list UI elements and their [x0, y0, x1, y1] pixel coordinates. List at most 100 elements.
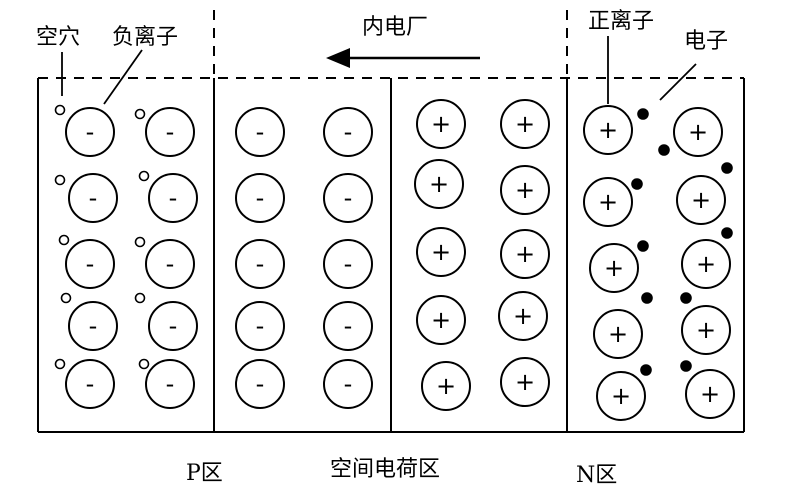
- negative-ion-sign: -: [256, 370, 265, 398]
- positive-ion: +: [681, 239, 731, 289]
- electron: [658, 144, 670, 156]
- boundaries: [37, 10, 745, 433]
- positive-ion: +: [596, 371, 646, 421]
- positive-ion-sign: +: [604, 254, 624, 282]
- field-arrow: [326, 48, 480, 68]
- negative-ion: -: [235, 107, 285, 157]
- positive-ion-ring: [416, 295, 466, 345]
- positive-ion-sign: +: [436, 372, 456, 400]
- positive-ion-sign: +: [696, 250, 716, 278]
- negative-ion-sign: -: [86, 118, 95, 146]
- electron: [640, 364, 652, 376]
- hole: [60, 292, 72, 304]
- negative-ion-ring: [235, 239, 285, 289]
- negative-ion-sign: -: [89, 184, 98, 212]
- negative-ion: -: [323, 107, 373, 157]
- ion-layer: --------------------++++++++++++++++++++: [65, 99, 735, 421]
- positive-ion: +: [498, 291, 548, 341]
- positive-ion-ring: [416, 99, 466, 149]
- negative-ion: -: [235, 301, 285, 351]
- negative-ion: -: [323, 239, 373, 289]
- carrier-layer: [54, 104, 733, 376]
- negative-ion-ring: [323, 359, 373, 409]
- hole: [134, 108, 146, 120]
- positive-ion-ring: [676, 175, 726, 225]
- negative-ion-sign: -: [256, 250, 265, 278]
- positive-ion-sign: +: [598, 116, 618, 144]
- negative-ion: -: [235, 359, 285, 409]
- negative-ion-sign: -: [344, 250, 353, 278]
- negative-ion-sign: -: [86, 250, 95, 278]
- hole: [54, 104, 66, 116]
- field-arrow-head: [326, 48, 350, 68]
- hole: [134, 292, 146, 304]
- negative-ion-ring: [323, 301, 373, 351]
- p-region-label: P区: [186, 461, 223, 486]
- positive-ion-sign: +: [515, 176, 535, 204]
- positive-ion: +: [589, 243, 639, 293]
- negative-ion-ring: [235, 173, 285, 223]
- electron-label: 电子: [684, 29, 728, 54]
- negative-ion: -: [65, 239, 115, 289]
- positive-ion-ring: [500, 99, 550, 149]
- positive-ion-ring: [583, 105, 633, 155]
- positive-ion: +: [416, 295, 466, 345]
- negative-ion: -: [68, 173, 118, 223]
- n-region-label: N区: [576, 463, 617, 488]
- negative-ion-ring: [323, 239, 373, 289]
- positive-ion-ring: [681, 305, 731, 355]
- hole: [134, 236, 146, 248]
- positive-ion: +: [416, 99, 466, 149]
- positive-ion-sign: +: [611, 382, 631, 410]
- positive-ion-ring: [421, 361, 471, 411]
- negative-ion-sign: -: [89, 312, 98, 340]
- negative-ion-ring: [148, 301, 198, 351]
- negative-ion-ring: [68, 301, 118, 351]
- positive-ion: +: [416, 227, 466, 277]
- positive-ion-sign: +: [431, 110, 451, 138]
- negative-ion-sign: -: [344, 184, 353, 212]
- space-charge-region-label: 空间电荷区: [330, 457, 440, 482]
- positive-ion: +: [673, 107, 723, 157]
- positive-ion-label: 正离子: [588, 9, 654, 34]
- positive-ion: +: [583, 105, 633, 155]
- negative-ion-sign: -: [344, 118, 353, 146]
- positive-ion-sign: +: [431, 238, 451, 266]
- positive-ion: +: [685, 369, 735, 419]
- positive-ion-sign: +: [429, 170, 449, 198]
- built-in-field-label: 内电厂: [362, 15, 428, 40]
- negative-ion-sign: -: [166, 370, 175, 398]
- electron: [637, 240, 649, 252]
- hole: [54, 358, 66, 370]
- negative-ion-ring: [68, 173, 118, 223]
- negative-ion-sign: -: [169, 312, 178, 340]
- negative-ion-ring: [235, 301, 285, 351]
- positive-ion: +: [500, 99, 550, 149]
- hole: [138, 358, 150, 370]
- electron: [637, 108, 649, 120]
- electron: [680, 360, 692, 372]
- negative-ion: -: [145, 359, 195, 409]
- negative-ion-sign: -: [256, 184, 265, 212]
- electron-callout-line: [659, 63, 697, 101]
- negative-ion: -: [145, 239, 195, 289]
- electron: [631, 178, 643, 190]
- positive-ion-ring: [500, 229, 550, 279]
- negative-ion-sign: -: [344, 370, 353, 398]
- negative-ion-ring: [323, 173, 373, 223]
- electron: [721, 162, 733, 174]
- positive-ion-sign: +: [688, 118, 708, 146]
- positive-ion-sign: +: [515, 368, 535, 396]
- negative-ion: -: [323, 173, 373, 223]
- positive-ion: +: [583, 177, 633, 227]
- positive-ion-ring: [500, 357, 550, 407]
- negative-ion-sign: -: [169, 184, 178, 212]
- negative-ion-sign: -: [256, 312, 265, 340]
- positive-ion: +: [421, 361, 471, 411]
- positive-ion-sign: +: [515, 110, 535, 138]
- positive-ion: +: [414, 159, 464, 209]
- positive-ion: +: [500, 357, 550, 407]
- negative-ion-sign: -: [166, 250, 175, 278]
- positive-ion-sign: +: [691, 186, 711, 214]
